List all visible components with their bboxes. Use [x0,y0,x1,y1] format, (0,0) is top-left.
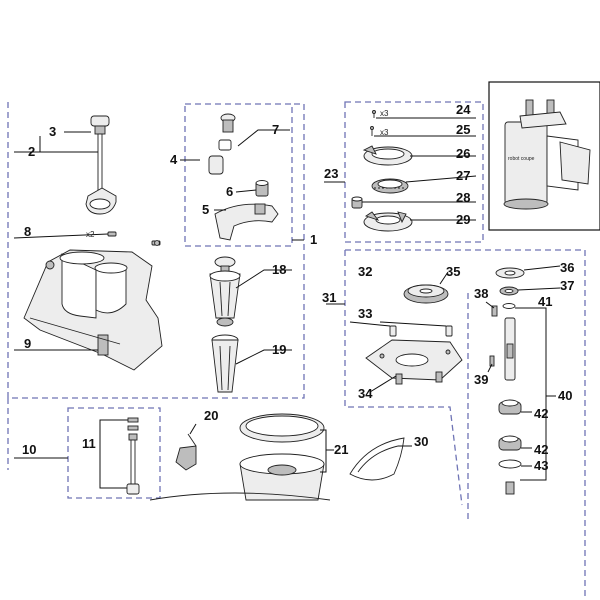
part-39-pin [489,355,495,367]
part-37-seal [499,286,519,296]
part-8-screws [107,231,161,246]
part-5-lever [214,203,279,241]
label-39: 39 [474,372,488,387]
machine-illustration: robot coupe [503,99,591,210]
part-6-nut [255,180,269,197]
label-28: 28 [456,190,470,205]
part-3-knob [90,115,110,135]
part-4-safety-parts [208,113,236,175]
part-26-disc-ring [362,145,413,166]
label-3: 3 [49,124,56,139]
qty-8: x2 [86,230,95,239]
label-21: 21 [334,442,348,457]
label-29: 29 [456,212,470,227]
label-31: 31 [322,290,336,305]
label-4: 4 [170,152,178,167]
label-43: 43 [534,458,548,473]
label-40: 40 [558,388,572,403]
part-28-bushing [351,196,363,209]
label-38: 38 [474,286,488,301]
part-25-pins [370,126,374,136]
label-5: 5 [202,202,209,217]
qty-24: x3 [380,109,389,118]
part-2-pusher-rod [85,133,117,215]
callout-labels: 3 2 4 7 6 5 8 1 9 18 19 23 24 25 26 27 2… [22,102,574,473]
label-36: 36 [560,260,574,275]
label-9: 9 [24,336,31,351]
part-base-arc [149,492,331,501]
label-24: 24 [456,102,471,117]
part-bolt-lower [505,481,515,495]
part-20-clip [175,433,197,471]
part-30-belt [349,437,405,481]
group-4-boundary [184,103,293,247]
part-42-bearing-lower [498,435,522,451]
label-37: 37 [560,278,574,293]
label-26: 26 [456,146,470,161]
group-10-boundary [67,407,161,499]
part-21-bowl [239,413,325,501]
label-6: 6 [226,184,233,199]
label-30: 30 [414,434,428,449]
label-34: 34 [358,386,373,401]
label-41: 41 [538,294,552,309]
part-27-gear-ring [371,178,409,194]
part-40-shaft [504,317,516,381]
label-8: 8 [24,224,31,239]
label-32: 32 [358,264,372,279]
part-29-ejector-disc [363,211,413,232]
label-7: 7 [272,122,279,137]
label-23: 23 [324,166,338,181]
part-38-pin [491,305,498,317]
label-11: 11 [82,436,96,451]
part-18-pusher [209,256,241,327]
group-1-boundary [7,102,305,399]
part-33-pins [389,325,453,337]
label-20: 20 [204,408,218,423]
label-19: 19 [272,342,286,357]
part-34-support-plate [365,339,463,385]
qty-25: x3 [380,128,389,137]
label-10: 10 [22,442,36,457]
part-36-washer [495,267,525,279]
label-42-lower: 42 [534,442,548,457]
label-1: 1 [310,232,317,247]
part-32-gear [403,284,449,304]
part-19-pusher-cup [211,334,239,393]
part-24-screws [372,110,376,118]
machine-image-frame [488,81,600,231]
machine-brand-mark: robot coupe [508,156,535,162]
part-9-lid [23,249,163,371]
group-23-boundary [344,101,484,243]
part-41-washer [502,303,516,309]
group-31-boundary [344,249,586,600]
leader-lines [13,117,561,489]
part-42-bearing-upper [498,399,522,415]
label-25: 25 [456,122,470,137]
label-18: 18 [272,262,286,277]
label-27: 27 [456,168,470,183]
part-43-circlip [498,459,522,469]
label-2: 2 [28,144,35,159]
label-42-upper: 42 [534,406,548,421]
part-11-shaft [126,417,140,495]
label-33: 33 [358,306,372,321]
label-35: 35 [446,264,460,279]
